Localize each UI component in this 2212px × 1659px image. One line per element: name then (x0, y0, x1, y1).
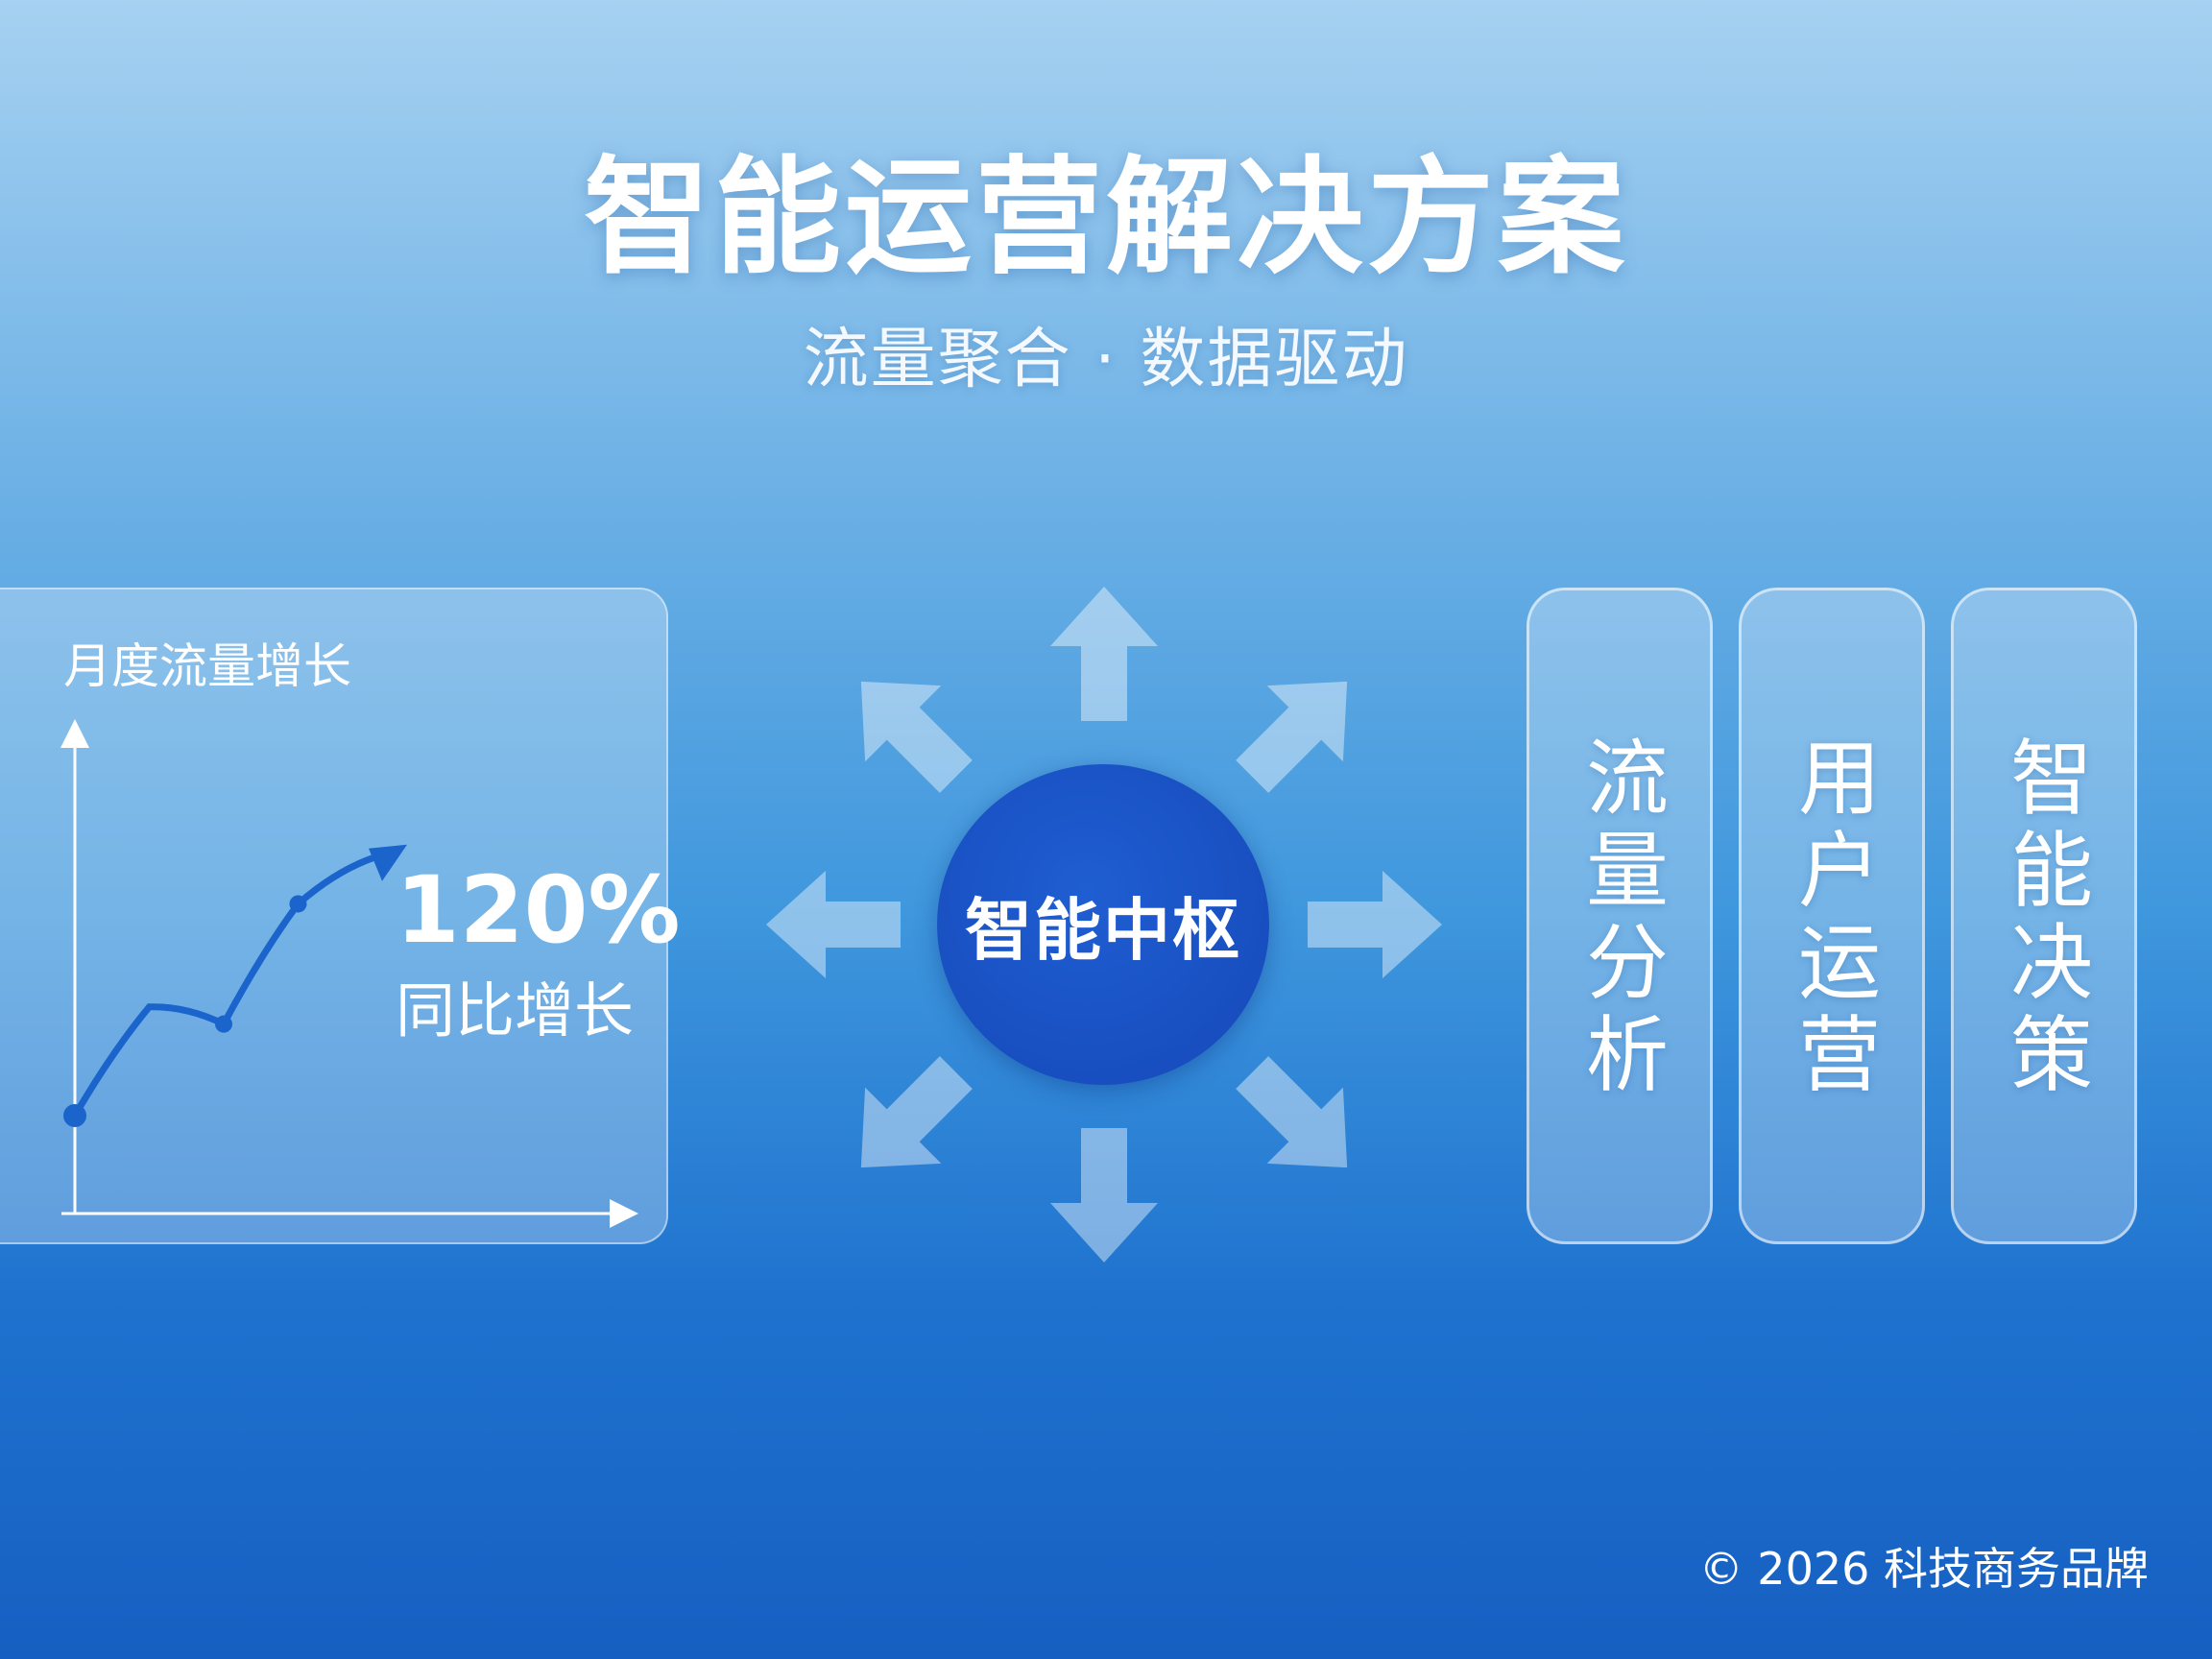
module-label: 用户运营 (1783, 734, 1880, 1103)
arrow-up-right-icon (1236, 681, 1348, 793)
hub-label: 智能中枢 (965, 890, 1241, 970)
trend-point (289, 895, 307, 913)
module-label: 流量分析 (1571, 734, 1668, 1103)
arrow-left-icon (766, 871, 901, 978)
page-subtitle: 流量聚合 · 数据驱动 (803, 322, 1409, 397)
arrow-up-icon (1050, 587, 1158, 721)
arrow-down-left-icon (860, 1056, 973, 1168)
trend-line (63, 844, 407, 1127)
arrow-right-icon (1308, 871, 1442, 978)
growth-chart (60, 719, 638, 1228)
page-title: 智能运营解决方案 (584, 144, 1628, 292)
arrow-down-icon (1050, 1128, 1158, 1262)
growth-stat-value: 120% (396, 856, 681, 964)
arrow-down-right-icon (1236, 1056, 1348, 1168)
trend-arrowhead (369, 844, 407, 881)
growth-stat-label: 同比增长 (396, 975, 635, 1046)
module-traffic-analysis[interactable]: 流量分析 (1527, 588, 1713, 1244)
module-user-operation[interactable]: 用户运营 (1739, 588, 1925, 1244)
trend-point (215, 1015, 232, 1033)
trend-point (63, 1104, 86, 1127)
footer-copyright: © 2026 科技商务品牌 (1698, 1543, 2149, 1595)
module-label: 智能决策 (1995, 734, 2092, 1103)
growth-panel-title: 月度流量增长 (63, 638, 351, 694)
module-smart-decision[interactable]: 智能决策 (1951, 588, 2137, 1244)
hub-circle[interactable]: 智能中枢 (937, 764, 1269, 1085)
growth-panel: 月度流量增长 120% 同比增长 (0, 588, 681, 1244)
arrow-up-left-icon (860, 681, 973, 793)
